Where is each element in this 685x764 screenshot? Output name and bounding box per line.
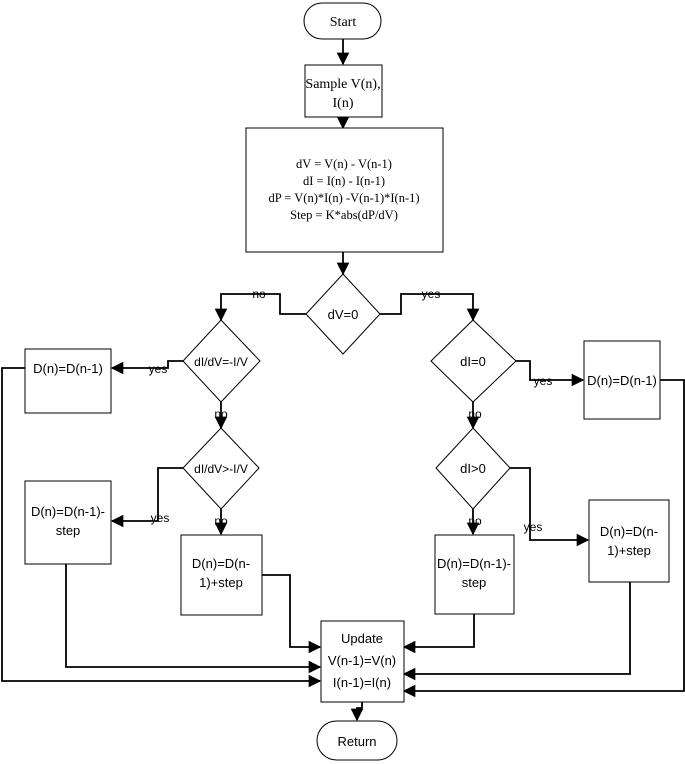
- edge-label-digt0-yes: yes: [524, 520, 543, 534]
- return-terminal: [316, 720, 398, 761]
- dv0-label: dV=0: [328, 307, 359, 322]
- sample-box: [304, 64, 383, 118]
- edge-label-didv-eq-yes: yes: [149, 362, 168, 376]
- edge-mid-minus-update: [402, 614, 475, 654]
- mid-minus-label-1: D(n)=D(n-1)-: [437, 556, 511, 571]
- digt0-label: dI>0: [460, 461, 486, 476]
- right-hold-label: D(n)=D(n-1): [587, 373, 657, 388]
- edge-label-didv-gt-yes: yes: [151, 511, 170, 525]
- edge-dv0-yes: [380, 293, 480, 322]
- compute-box: [245, 127, 444, 253]
- left-hold-box: [24, 348, 112, 414]
- compute-line-1: dV = V(n) - V(n-1): [296, 157, 392, 171]
- mid-plus-label-2: 1)+step: [199, 575, 243, 590]
- edge-didv-gt-yes: [110, 467, 183, 528]
- di0-decision: [430, 319, 517, 403]
- edge-label-di0-yes: yes: [534, 374, 553, 388]
- edge-digt0-yes: [510, 467, 590, 547]
- didv-gt-decision: [182, 427, 260, 510]
- di0-label: dI=0: [460, 354, 486, 369]
- mid-plus-label-1: D(n)=D(n-: [192, 556, 250, 571]
- edge-right-plus-update: [402, 582, 631, 681]
- edge-label-digt0-no: no: [468, 514, 482, 528]
- mid-minus-box: [434, 534, 515, 615]
- start-label: Start: [330, 15, 357, 30]
- mid-plus-box: [180, 534, 263, 616]
- didv-eq-label: dI/dV=-I/V: [194, 355, 248, 369]
- edge-update-return: [350, 702, 364, 722]
- right-plus-box: [588, 499, 670, 583]
- update-label-1: Update: [341, 631, 383, 646]
- update-label-2: V(n-1)=V(n): [328, 653, 396, 668]
- edge-label-didv-gt-no: no: [214, 514, 228, 528]
- compute-line-2: dI = I(n) - I(n-1): [303, 174, 385, 188]
- dv0-decision: [305, 273, 381, 355]
- edge-label-di0-no: no: [468, 407, 482, 421]
- update-box: [320, 620, 405, 703]
- update-label-3: I(n-1)=I(n): [333, 675, 391, 690]
- left-minus-label-2: step: [56, 523, 81, 538]
- edge-right-hold-update: [402, 379, 685, 698]
- edge-label-didv-eq-no: no: [214, 407, 228, 421]
- sample-label-1: Sample V(n),: [305, 77, 380, 92]
- left-minus-box: [24, 480, 112, 565]
- mid-minus-label-2: step: [462, 575, 487, 590]
- left-minus-label-1: D(n)=D(n-1)-: [31, 504, 105, 519]
- start-terminal: [303, 2, 382, 40]
- sample-label-2: I(n): [333, 96, 354, 111]
- edge-label-dv0-no: no: [252, 287, 266, 301]
- left-hold-label: D(n)=D(n-1): [33, 361, 103, 376]
- edge-dv0-no: [214, 293, 306, 322]
- edge-label-dv0-yes: yes: [422, 287, 441, 301]
- digt0-decision: [435, 427, 511, 510]
- right-hold-box: [583, 340, 661, 420]
- right-plus-label-2: 1)+step: [607, 543, 651, 558]
- edge-left-hold-update: [1, 367, 322, 688]
- edge-di0-yes: [516, 360, 585, 387]
- didv-eq-decision: [182, 319, 261, 403]
- edge-mid-plus-update: [262, 574, 322, 654]
- edge-left-minus-update: [65, 564, 322, 674]
- didv-gt-label: dI/dV>-I/V: [194, 462, 248, 476]
- return-label: Return: [337, 734, 376, 749]
- right-plus-label-1: D(n)=D(n-: [600, 524, 658, 539]
- compute-line-3: dP = V(n)*I(n) -V(n-1)*I(n-1): [268, 191, 419, 205]
- edge-didv-eq-yes: [110, 360, 183, 375]
- compute-line-4: Step = K*abs(dP/dV): [290, 208, 398, 222]
